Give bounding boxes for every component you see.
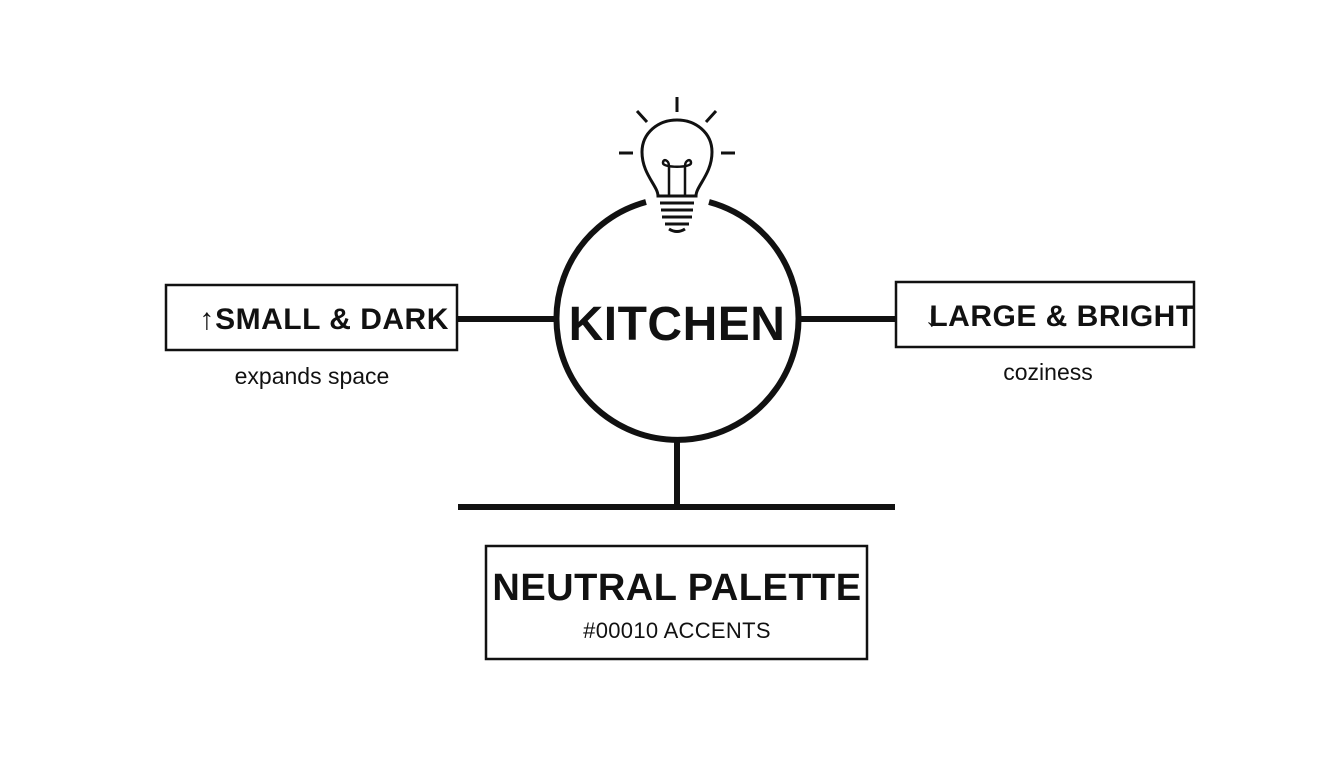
- accents-subtitle: #00010 ACCENTS: [583, 618, 771, 643]
- kitchen-circle: [553, 199, 802, 443]
- arrow-down-icon: ↓: [924, 300, 940, 333]
- lightbulb-icon: [619, 97, 735, 233]
- kitchen-label: KITCHEN: [569, 298, 786, 351]
- small-dark-box: [164, 283, 459, 352]
- large-bright-label: LARGE & BRIGHT: [929, 300, 1194, 333]
- arrow-up-icon: ↑: [199, 303, 215, 336]
- small-dark-label: SMALL & DARK: [215, 303, 449, 336]
- expands-space-caption: expands space: [235, 363, 390, 389]
- neutral-palette-title: NEUTRAL PALETTE: [492, 567, 861, 609]
- neutral-palette-box: [484, 544, 869, 661]
- large-bright-box: [894, 280, 1196, 349]
- coziness-caption: coziness: [1003, 359, 1092, 385]
